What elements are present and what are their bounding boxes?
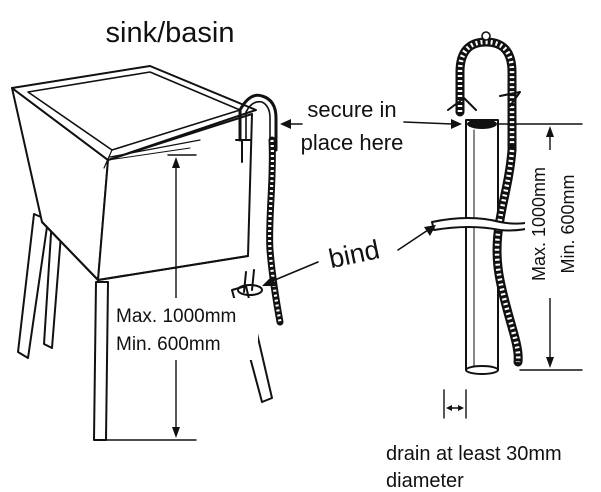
bind-arrow-left-line — [269, 261, 319, 283]
sink-hose-hook — [238, 93, 278, 152]
standpipe-hook-clip — [447, 91, 521, 111]
sink-front-leg — [93, 281, 109, 441]
diameter-arrow-left — [446, 405, 452, 411]
sink-inner-edge — [103, 149, 113, 169]
sink-basin-label: sink/basin — [106, 17, 235, 49]
drain-diameter-label-line2: diameter — [386, 470, 464, 492]
sink-bind-tail — [243, 269, 255, 293]
pipe-dim-arrow-up — [546, 126, 554, 137]
sink-dim-arrow-up — [172, 157, 180, 168]
bind-label: bind — [326, 234, 382, 274]
standpipe-hook-eye — [481, 31, 491, 41]
standpipe-top-ring — [467, 119, 497, 129]
standpipe — [431, 31, 541, 375]
secure-label-line1: secure in — [307, 97, 396, 122]
secure-arrow-left-head — [280, 119, 291, 129]
standpipe-bind-strap — [431, 217, 541, 232]
secure-arrow-right-line — [403, 121, 453, 125]
standpipe-hose-u-ridges — [457, 39, 515, 150]
drain-diameter-label-line1: drain at least 30mm — [386, 443, 562, 465]
bind-arrow-right-head — [424, 225, 436, 236]
pipe-height-max-label: Max. 1000mm — [529, 167, 549, 281]
sink-bottom-front-edge — [97, 255, 249, 281]
sink-height-dimension — [105, 154, 258, 441]
sink-bottom-left-edge — [41, 221, 99, 281]
sink-basin — [11, 65, 284, 441]
sink-dim-label-bg — [112, 298, 258, 360]
bind-arrow-right-line — [397, 229, 429, 251]
sink-drain-hose — [266, 136, 284, 326]
sink-inner-line — [109, 139, 201, 158]
bind-arrow-left-head — [262, 276, 276, 286]
secure-label-line2: place here — [301, 130, 404, 155]
pipe-dim-label-bg — [525, 150, 585, 298]
standpipe-drain-hose — [492, 145, 523, 367]
standpipe-drain-hose-ridges — [494, 149, 521, 363]
diameter-arrow-right — [458, 405, 464, 411]
sink-dim-arrow-down — [172, 427, 180, 438]
pipe-height-min-label: Min. 600mm — [558, 174, 578, 273]
sink-hose-hook-inner — [245, 100, 271, 151]
pipe-height-dimension — [497, 123, 585, 371]
sink-height-max-label: Max. 1000mm — [116, 306, 236, 327]
drain-diameter-dimension — [443, 389, 467, 419]
sink-inner-line-2 — [107, 147, 191, 161]
sink-height-min-label: Min. 600mm — [116, 334, 221, 355]
secure-arrow-right-head — [451, 119, 462, 129]
pointer-arrows — [262, 119, 462, 286]
pipe-dim-arrow-down — [546, 357, 554, 368]
sink-bind-strap — [237, 284, 263, 296]
standpipe-bottom — [465, 365, 499, 375]
